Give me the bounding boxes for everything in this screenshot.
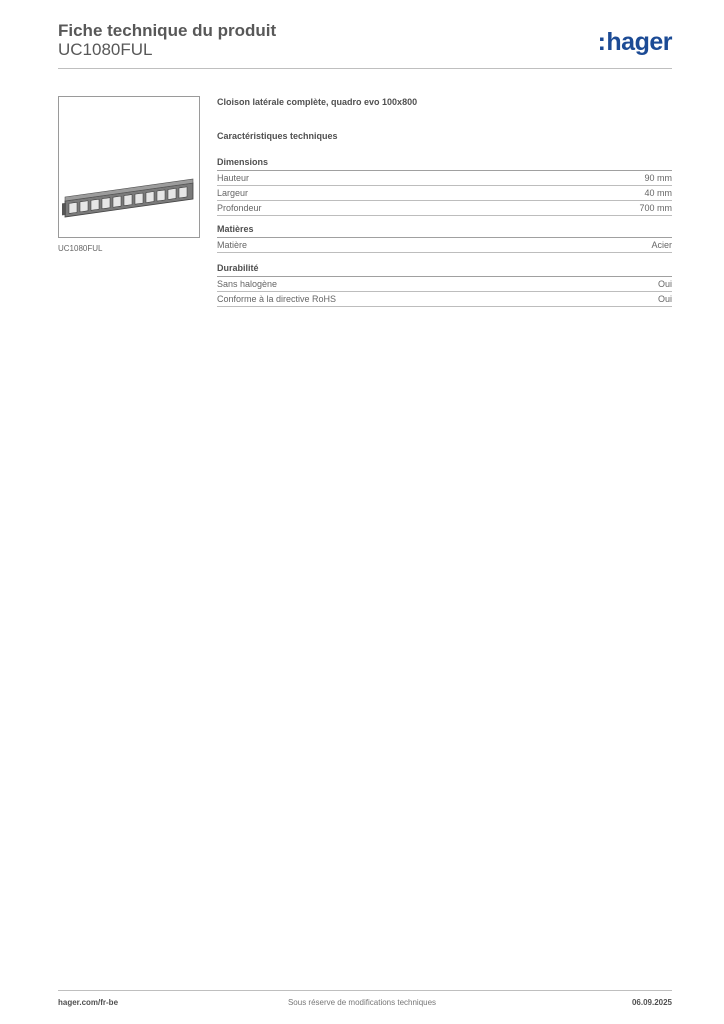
spec-label: Profondeur bbox=[217, 203, 262, 213]
spec-label: Sans halogène bbox=[217, 279, 278, 289]
spec-label: Matière bbox=[217, 240, 248, 250]
spec-label: Hauteur bbox=[217, 173, 250, 183]
hager-logo: :hager bbox=[597, 28, 673, 56]
spec-value: Oui bbox=[657, 294, 672, 304]
spec-row: Conforme à la directive RoHS Oui bbox=[217, 292, 672, 307]
spec-value: Oui bbox=[657, 279, 672, 289]
partition-rail-icon bbox=[62, 178, 194, 218]
spec-value: 700 mm bbox=[639, 203, 672, 213]
spec-row: Matière Acier bbox=[217, 238, 672, 253]
spec-label: Largeur bbox=[217, 188, 249, 198]
footer-notice: Sous réserve de modifications techniques bbox=[287, 998, 437, 1007]
product-reference: UC1080FUL bbox=[58, 40, 153, 59]
footer-divider bbox=[58, 990, 672, 991]
section-title: Matières bbox=[217, 223, 672, 238]
logo-text: hager bbox=[606, 28, 672, 56]
image-caption: UC1080FUL bbox=[58, 244, 103, 253]
section-durability: Durabilité Sans halogène Oui Conforme à … bbox=[217, 262, 672, 307]
page-title: Fiche technique du produit bbox=[58, 21, 277, 40]
spec-row: Largeur 40 mm bbox=[217, 186, 672, 201]
spec-label: Conforme à la directive RoHS bbox=[217, 294, 337, 304]
spec-value: 90 mm bbox=[644, 173, 672, 183]
product-image bbox=[58, 96, 200, 238]
spec-row: Sans halogène Oui bbox=[217, 277, 672, 292]
product-description: Cloison latérale complète, quadro evo 10… bbox=[217, 97, 418, 107]
footer-date: 06.09.2025 bbox=[631, 998, 672, 1007]
header-divider bbox=[58, 68, 672, 69]
spec-row: Hauteur 90 mm bbox=[217, 171, 672, 186]
footer-website-link[interactable]: hager.com/fr-be bbox=[58, 998, 119, 1007]
spec-value: Acier bbox=[651, 240, 672, 250]
section-title: Dimensions bbox=[217, 156, 672, 171]
characteristics-title: Caractéristiques techniques bbox=[217, 131, 338, 141]
section-materials: Matières Matière Acier bbox=[217, 223, 672, 253]
section-dimensions: Dimensions Hauteur 90 mm Largeur 40 mm P… bbox=[217, 156, 672, 216]
spec-row: Profondeur 700 mm bbox=[217, 201, 672, 216]
spec-value: 40 mm bbox=[644, 188, 672, 198]
logo-colon-icon: : bbox=[597, 28, 606, 56]
section-title: Durabilité bbox=[217, 262, 672, 277]
